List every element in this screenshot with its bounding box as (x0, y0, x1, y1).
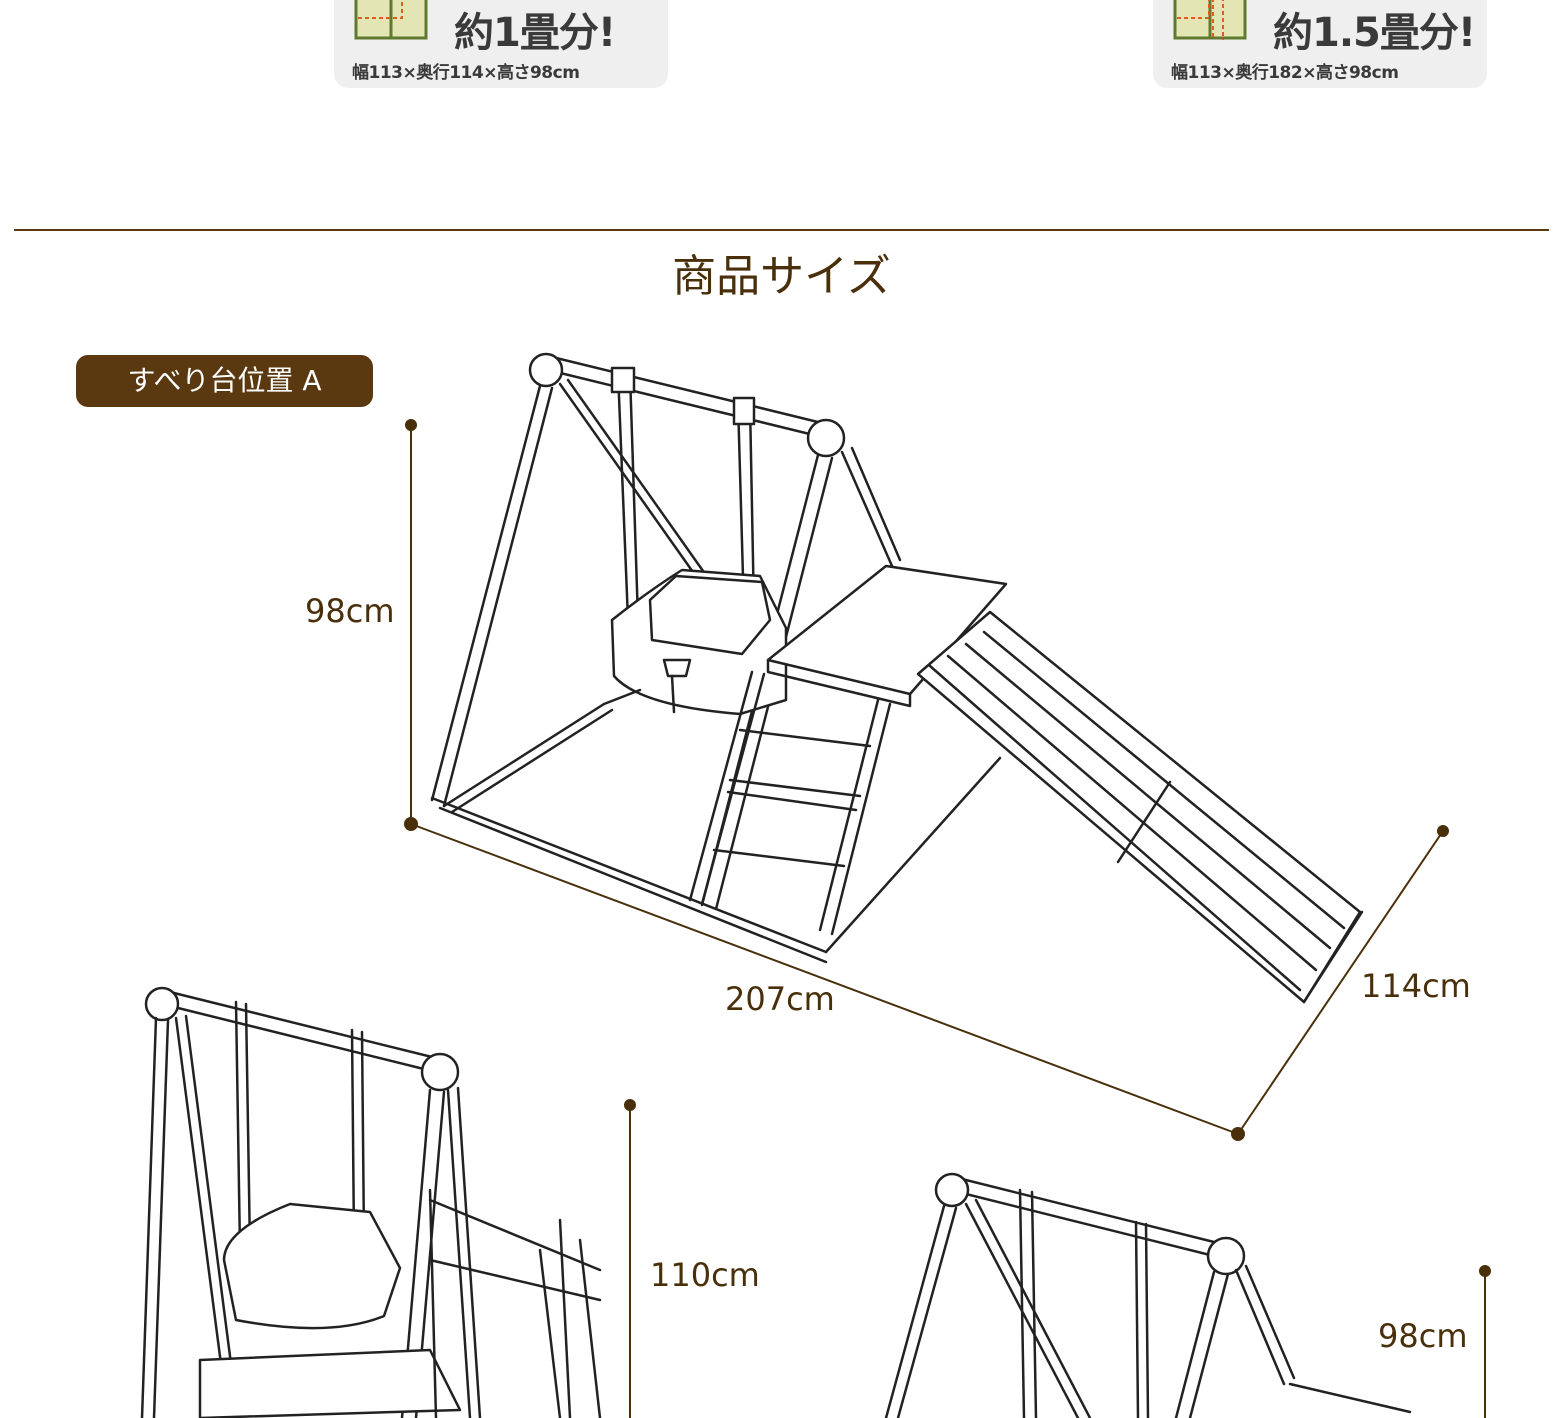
card-headline: 約1畳分! (454, 10, 616, 56)
section-title: 商品サイズ (672, 251, 891, 302)
card-dimensions: 幅113×奥行114×高さ98cm (352, 63, 580, 83)
swing-slide-illustration-b (140, 986, 602, 1418)
swing-slide-illustration-a (430, 352, 1364, 1004)
size-card-1: 約1畳分! 幅113×奥行114×高さ98cm (334, 0, 668, 88)
length-label-a: 207cm (725, 980, 835, 1018)
depth-label-a: 114cm (1361, 967, 1471, 1005)
swing-slide-illustration-c (884, 1172, 1412, 1418)
card-headline: 約1.5畳分! (1273, 10, 1476, 56)
height-label-c: 98cm (1378, 1317, 1468, 1355)
height-label-b: 110cm (650, 1256, 760, 1294)
tatami-mat-icon (1173, 0, 1247, 40)
slide-position-badge: すべり台位置 A (76, 355, 373, 407)
section-divider (14, 229, 1549, 231)
height-label-a: 98cm (305, 592, 395, 630)
tatami-mat-icon (354, 0, 428, 40)
size-card-2: 約1.5畳分! 幅113×奥行182×高さ98cm (1153, 0, 1487, 88)
card-dimensions: 幅113×奥行182×高さ98cm (1171, 63, 1399, 83)
